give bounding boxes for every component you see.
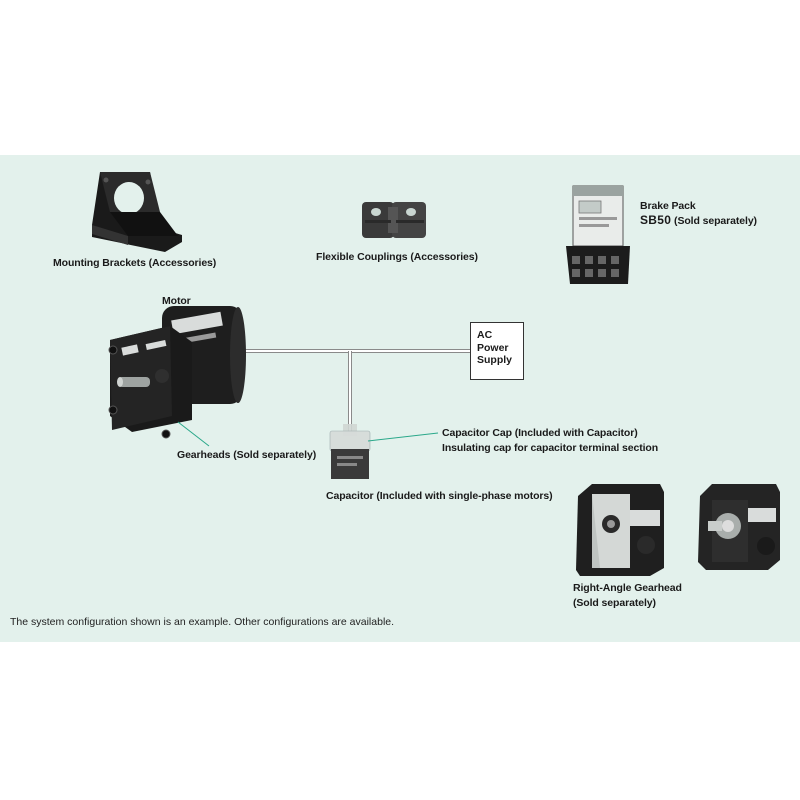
capacitor-cap-label: Capacitor Cap (Included with Capacitor)	[442, 427, 638, 439]
mounting-bracket-image	[92, 172, 182, 252]
right-angle-gearhead-image	[576, 484, 780, 576]
flexible-couplings-label: Flexible Couplings (Accessories)	[316, 251, 478, 263]
ac-power-supply-line-2: Power	[477, 341, 509, 354]
motor-label: Motor	[162, 295, 191, 307]
capacitor-label: Capacitor (Included with single-phase mo…	[326, 490, 553, 502]
wiring	[240, 349, 470, 432]
right-angle-gearhead-sold-separately: (Sold separately)	[573, 597, 656, 609]
brake-pack-model-line: SB50 (Sold separately)	[640, 213, 757, 228]
brake-pack-image	[566, 185, 630, 284]
ac-power-supply-line-3: Supply	[477, 354, 513, 366]
ac-power-supply-box: AC Power Supply	[470, 322, 524, 380]
right-angle-gearhead-label: Right-Angle Gearhead	[573, 582, 682, 594]
capacitor-cap-description: Insulating cap for capacitor terminal se…	[442, 442, 659, 454]
configuration-footnote: The system configuration shown is an exa…	[10, 616, 395, 628]
gearheads-label: Gearheads (Sold separately)	[177, 449, 317, 461]
gearhead-image	[108, 326, 192, 439]
ac-power-supply-line-1: AC	[477, 329, 493, 341]
gearhead-leader-line	[177, 421, 210, 447]
brake-pack-label: Brake Pack	[640, 200, 696, 212]
brake-pack-sold-separately: (Sold separately)	[674, 215, 757, 227]
brake-pack-model: SB50	[640, 213, 672, 227]
flexible-coupling-image	[362, 202, 426, 238]
mounting-brackets-label: Mounting Brackets (Accessories)	[53, 257, 217, 269]
capacitor-image	[329, 424, 371, 479]
capacitor-cap-leader-line	[367, 432, 439, 442]
